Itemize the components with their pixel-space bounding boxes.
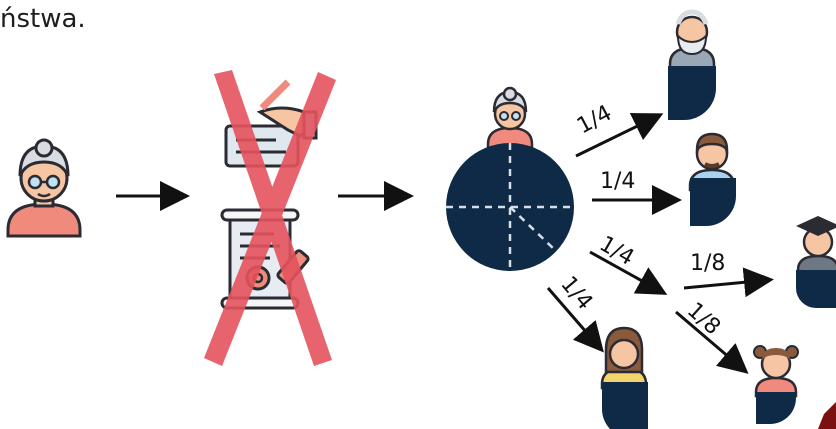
arrow-to-granddaughter xyxy=(675,310,749,374)
grandfather-icon xyxy=(668,9,716,70)
share-shape-daughter xyxy=(602,382,648,429)
grandmother-icon xyxy=(6,138,82,238)
fraction-daughter: 1/4 xyxy=(555,272,597,315)
fraction-father: 1/4 xyxy=(600,169,635,194)
cross-out-mark xyxy=(204,70,336,366)
arrow-to-son-branch xyxy=(589,250,668,295)
share-shape-grandfather xyxy=(668,66,716,120)
graduate-icon xyxy=(796,216,836,276)
fraction-grandfather: 1/4 xyxy=(573,101,616,140)
fraction-grandson: 1/8 xyxy=(690,251,725,276)
fraction-granddaughter: 1/8 xyxy=(682,298,725,340)
fraction-son-branch: 1/4 xyxy=(595,232,638,271)
caption-text: ństwa. xyxy=(0,4,86,34)
share-shape-father xyxy=(690,178,736,226)
girl-icon xyxy=(600,326,648,390)
arrow-to-grandfather xyxy=(575,113,664,158)
arrow-to-daughter xyxy=(546,287,604,353)
little-girl-icon xyxy=(753,345,799,398)
corner-accent xyxy=(818,402,836,429)
estate-pie xyxy=(446,143,574,271)
grandmother-small-icon xyxy=(486,86,534,150)
share-shape-granddaughter xyxy=(756,392,796,424)
share-shape-grandson xyxy=(796,270,836,308)
arrow-to-grandson xyxy=(683,267,774,298)
